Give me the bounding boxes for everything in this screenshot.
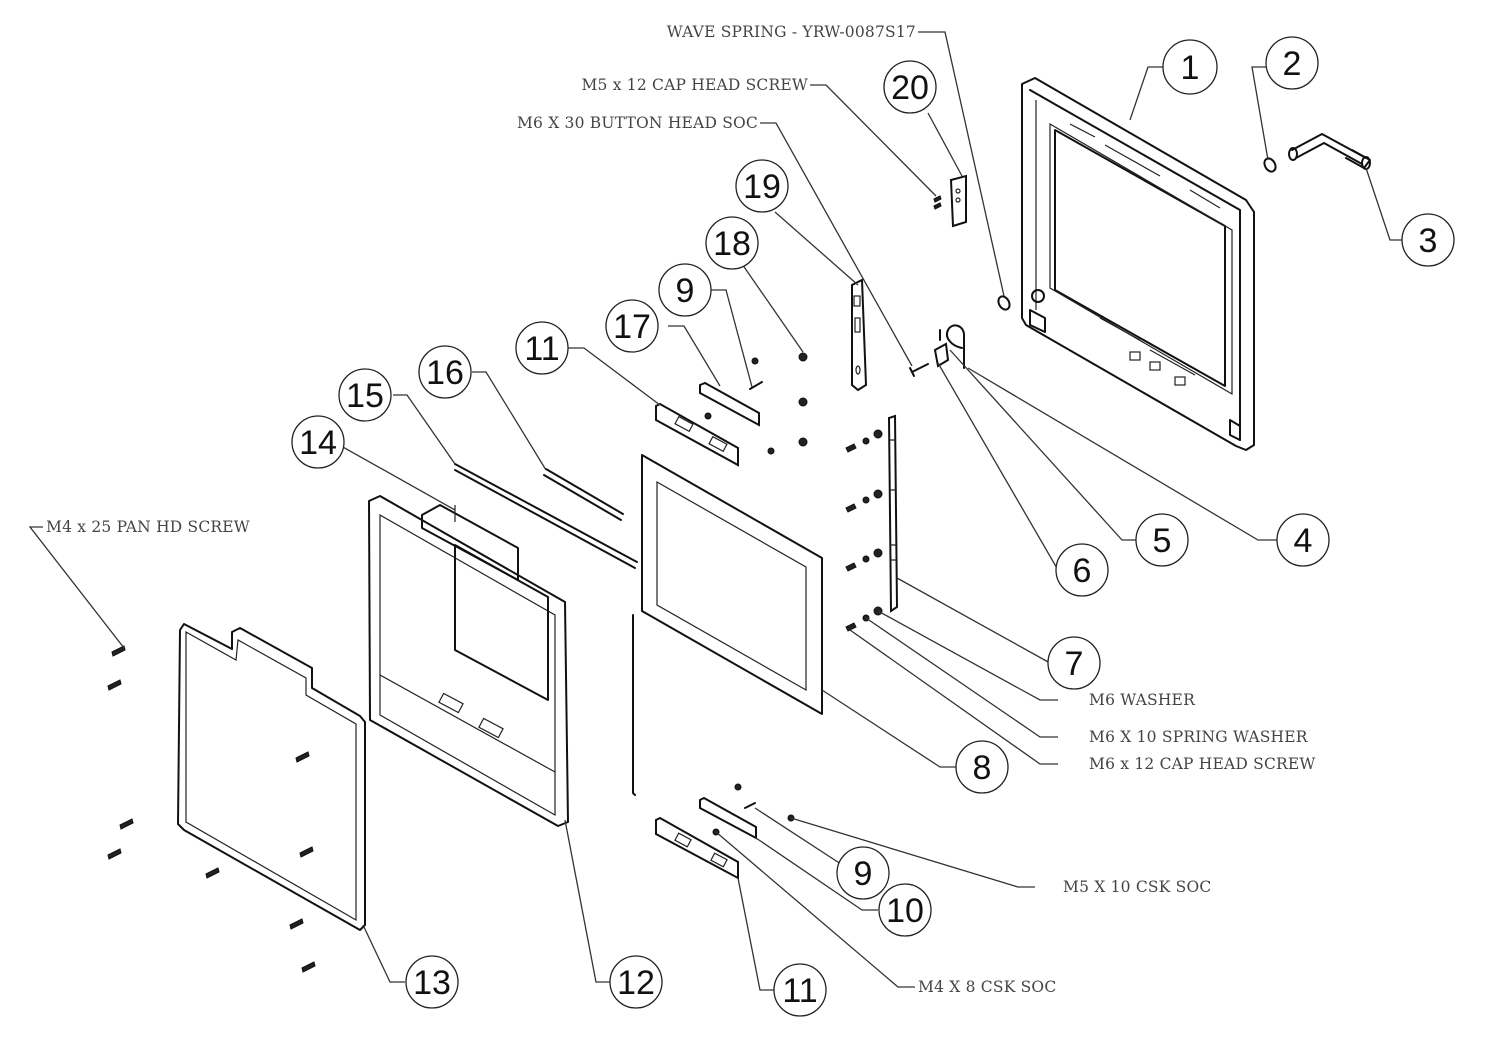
balloon-9-bottom: 9 (836, 846, 890, 900)
callout-m5x12-cap-screw: M5 x 12 CAP HEAD SCREW (581, 76, 808, 94)
part-6-cam-block (933, 342, 950, 368)
part-19-bracket (851, 278, 868, 392)
callout-m5x10-csk: M5 X 10 CSK SOC (1063, 878, 1211, 896)
part-4-spring-clip (946, 324, 965, 369)
balloon-label: 5 (1153, 522, 1172, 560)
part-11-plate-top (655, 402, 739, 467)
part-2-o-ring (1263, 157, 1277, 173)
balloon-label: 2 (1283, 45, 1302, 83)
balloon-16: 16 (418, 345, 472, 399)
callout-m6x10-spring-washer: M6 X 10 SPRING WASHER (1089, 728, 1309, 746)
balloon-label: 4 (1294, 522, 1313, 560)
part-15-seal-strip (454, 463, 638, 569)
part-7-side-rail (845, 414, 899, 632)
balloon-9-top: 9 (658, 263, 712, 317)
part-9-pin-top (749, 381, 763, 390)
balloon-4: 4 (1276, 513, 1330, 567)
leader-lines (28, 31, 1404, 991)
m6x30-button-screw (909, 363, 929, 377)
balloon-label: 16 (426, 354, 464, 392)
balloon-label: 11 (782, 972, 817, 1010)
balloon-label: 6 (1073, 552, 1092, 590)
balloon-6: 6 (1055, 543, 1109, 597)
balloon-label: 10 (886, 892, 924, 930)
balloon-label: 9 (676, 272, 695, 310)
part-18-screws (704, 352, 808, 455)
part-3-crank-handle (1288, 133, 1371, 170)
callout-m6-washer: M6 WASHER (1089, 691, 1196, 709)
part-17-plate (699, 381, 760, 427)
balloon-label: 18 (713, 225, 751, 263)
balloon-label: 15 (346, 377, 384, 415)
callout-m4x25-pan-screw: M4 x 25 PAN HD SCREW (46, 518, 250, 536)
callout-wave-spring: WAVE SPRING - YRW-0087S17 (667, 23, 916, 41)
callout-m6x12-cap-screw: M6 x 12 CAP HEAD SCREW (1089, 755, 1316, 773)
balloon-label: 13 (413, 964, 451, 1002)
balloon-19: 19 (735, 159, 789, 213)
balloon-label: 19 (743, 168, 781, 206)
balloon-11-bottom: 11 (773, 963, 827, 1017)
part-13-gasket (177, 623, 366, 931)
balloon-7: 7 (1047, 636, 1101, 690)
part-12-mid-frame (368, 495, 569, 827)
balloon-10: 10 (878, 883, 932, 937)
part-11-plate-bottom (655, 816, 739, 880)
wave-spring (997, 295, 1011, 311)
balloon-11-top: 11 (515, 321, 569, 375)
balloon-label: 1 (1181, 49, 1200, 87)
balloon-12: 12 (609, 955, 663, 1009)
balloon-8: 8 (955, 740, 1009, 794)
callout-m6x30-button-head: M6 X 30 BUTTON HEAD SOC (517, 114, 758, 132)
balloon-label: 8 (973, 749, 992, 787)
callout-m4x8-csk: M4 X 8 CSK SOC (918, 978, 1056, 996)
balloon-1: 1 (1162, 39, 1218, 95)
balloon-20: 20 (883, 60, 937, 114)
part-1-front-bezel (1021, 77, 1255, 451)
balloon-label: 12 (617, 964, 655, 1002)
part-20-block (933, 174, 967, 228)
balloon-15: 15 (338, 368, 392, 422)
balloon-label: 14 (299, 424, 337, 462)
balloon-3: 3 (1401, 213, 1455, 267)
balloon-label: 3 (1419, 222, 1438, 260)
gasket-edge (632, 614, 636, 796)
part-16-rod (543, 468, 624, 521)
balloon-17: 17 (605, 299, 659, 353)
balloon-label: 17 (613, 308, 651, 346)
part-8-glass-panel (641, 454, 823, 715)
balloon-18: 18 (705, 216, 759, 270)
balloon-label: 7 (1065, 645, 1084, 683)
balloon-5: 5 (1135, 513, 1189, 567)
m4x25-pan-screws (107, 645, 316, 973)
balloon-label: 20 (891, 69, 929, 107)
balloon-14: 14 (291, 415, 345, 469)
balloon-label: 11 (524, 330, 559, 368)
balloon-label: 9 (854, 855, 873, 893)
balloon-13: 13 (405, 955, 459, 1009)
balloon-2: 2 (1265, 36, 1319, 90)
